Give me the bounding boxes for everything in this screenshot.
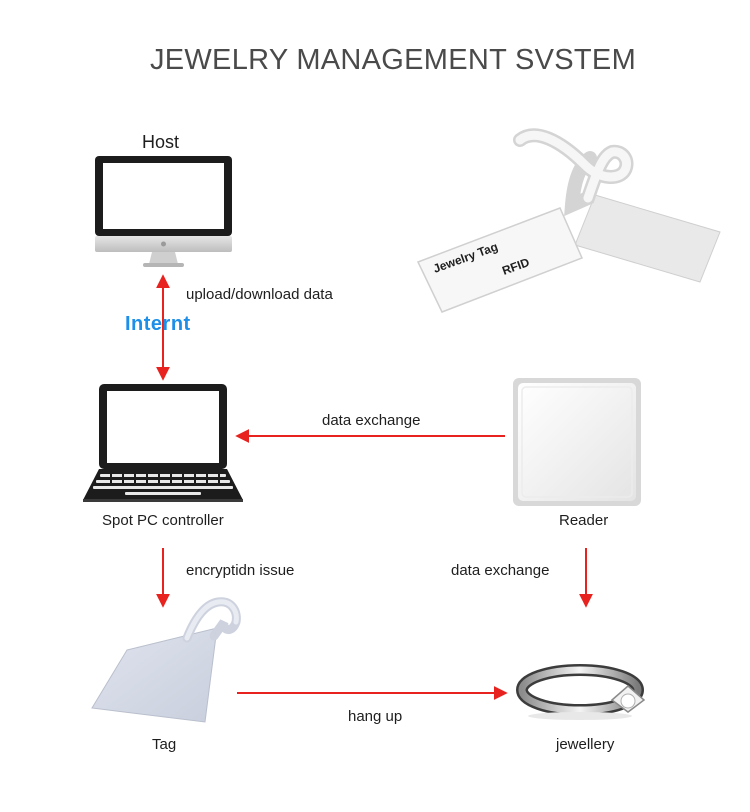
jewelry-rfid-tag-image bbox=[416, 128, 721, 313]
host-monitor-icon bbox=[95, 156, 232, 267]
edge-label-spot-tag: encryptidn issue bbox=[186, 562, 295, 579]
node-label-spot-pc: Spot PC controller bbox=[102, 512, 224, 529]
node-label-jewellery: jewellery bbox=[556, 736, 615, 753]
ring-image bbox=[516, 664, 646, 720]
node-label-tag: Tag bbox=[152, 736, 177, 753]
page-title: JEWELRY MANAGEMENT SVSTEM bbox=[149, 44, 637, 76]
edge-label-reader-jewellery: data exchange bbox=[451, 562, 550, 579]
laptop-icon bbox=[83, 384, 243, 502]
network-label: Internt bbox=[125, 313, 191, 335]
blank-tag-image bbox=[91, 597, 241, 723]
edge-label-reader-spot: data exchange bbox=[322, 412, 421, 429]
rfid-reader-icon bbox=[513, 378, 641, 506]
edge-label-tag-jewellery: hang up bbox=[348, 708, 403, 725]
edge-label-host-spot: upload/download data bbox=[186, 286, 333, 303]
node-label-reader: Reader bbox=[559, 512, 609, 529]
node-label-host: Host bbox=[142, 132, 180, 152]
